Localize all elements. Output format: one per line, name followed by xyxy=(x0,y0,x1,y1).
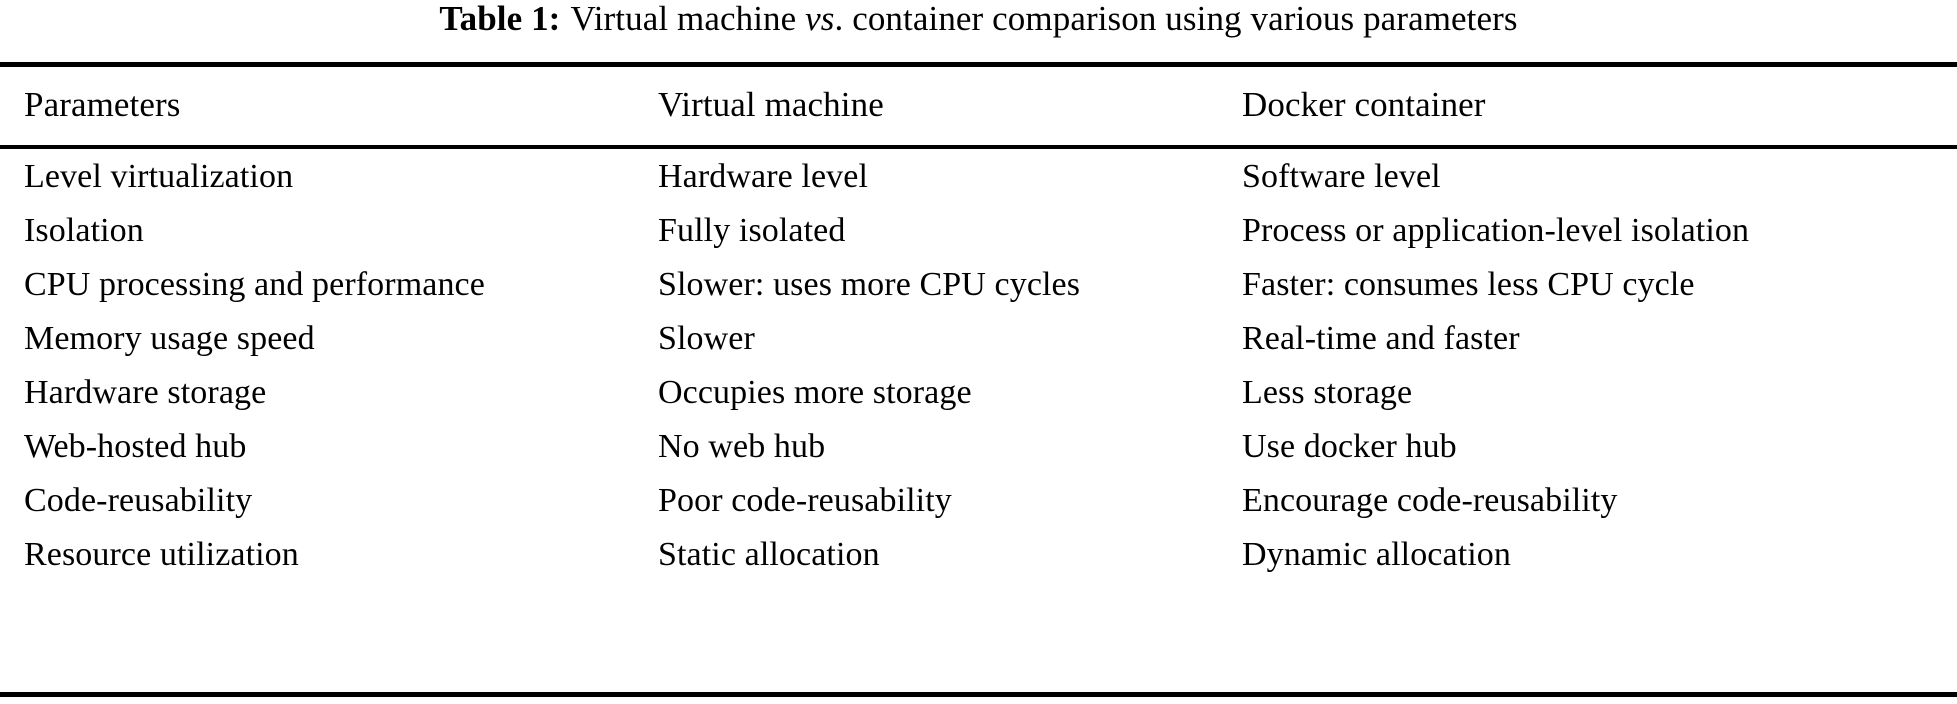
table-row: Hardware storage Occupies more storage L… xyxy=(0,366,1957,420)
caption-text-before: Virtual machine xyxy=(570,0,806,38)
cell-virtual-machine: Slower xyxy=(658,320,755,357)
cell-virtual-machine: Slower: uses more CPU cycles xyxy=(658,266,1081,303)
cell-virtual-machine: Poor code-reusability xyxy=(658,482,952,519)
cell-parameter: Resource utilization xyxy=(24,536,299,573)
cell-parameter: CPU processing and performance xyxy=(24,266,485,303)
table-top-rule xyxy=(0,62,1957,67)
cell-parameter: Hardware storage xyxy=(24,374,267,411)
table-row: Isolation Fully isolated Process or appl… xyxy=(0,204,1957,258)
cell-virtual-machine: No web hub xyxy=(658,428,826,465)
table-row: Memory usage speed Slower Real-time and … xyxy=(0,312,1957,366)
cell-docker-container: Use docker hub xyxy=(1242,428,1457,465)
table-bottom-rule xyxy=(0,692,1957,697)
table-row: CPU processing and performance Slower: u… xyxy=(0,258,1957,312)
table-row: Resource utilization Static allocation D… xyxy=(0,528,1957,582)
cell-parameter: Memory usage speed xyxy=(24,320,315,357)
column-header-parameters: Parameters xyxy=(24,85,181,124)
table-header-row: Parameters Virtual machine Docker contai… xyxy=(0,66,1957,144)
caption-text-after: . container comparison using various par… xyxy=(834,0,1518,38)
table-header-rule xyxy=(0,145,1957,149)
cell-parameter: Level virtualization xyxy=(24,158,294,195)
caption-italic-vs: vs xyxy=(805,0,835,38)
cell-parameter: Isolation xyxy=(24,212,144,249)
table-caption: Table 1:Virtual machine vs. container co… xyxy=(0,0,1957,40)
cell-docker-container: Software level xyxy=(1242,158,1441,195)
cell-docker-container: Dynamic allocation xyxy=(1242,536,1511,573)
cell-parameter: Code-reusability xyxy=(24,482,253,519)
cell-docker-container: Faster: consumes less CPU cycle xyxy=(1242,266,1695,303)
cell-virtual-machine: Fully isolated xyxy=(658,212,846,249)
cell-virtual-machine: Static allocation xyxy=(658,536,880,573)
table-row: Code-reusability Poor code-reusability E… xyxy=(0,474,1957,528)
caption-label: Table 1: xyxy=(439,0,561,38)
cell-docker-container: Encourage code-reusability xyxy=(1242,482,1618,519)
cell-docker-container: Real-time and faster xyxy=(1242,320,1520,357)
column-header-virtual-machine: Virtual machine xyxy=(658,85,884,124)
cell-virtual-machine: Hardware level xyxy=(658,158,868,195)
cell-parameter: Web-hosted hub xyxy=(24,428,247,465)
table-row: Level virtualization Hardware level Soft… xyxy=(0,150,1957,204)
cell-docker-container: Less storage xyxy=(1242,374,1413,411)
cell-docker-container: Process or application-level isolation xyxy=(1242,212,1750,249)
cell-virtual-machine: Occupies more storage xyxy=(658,374,972,411)
column-header-docker-container: Docker container xyxy=(1242,85,1486,124)
table-row: Web-hosted hub No web hub Use docker hub xyxy=(0,420,1957,474)
